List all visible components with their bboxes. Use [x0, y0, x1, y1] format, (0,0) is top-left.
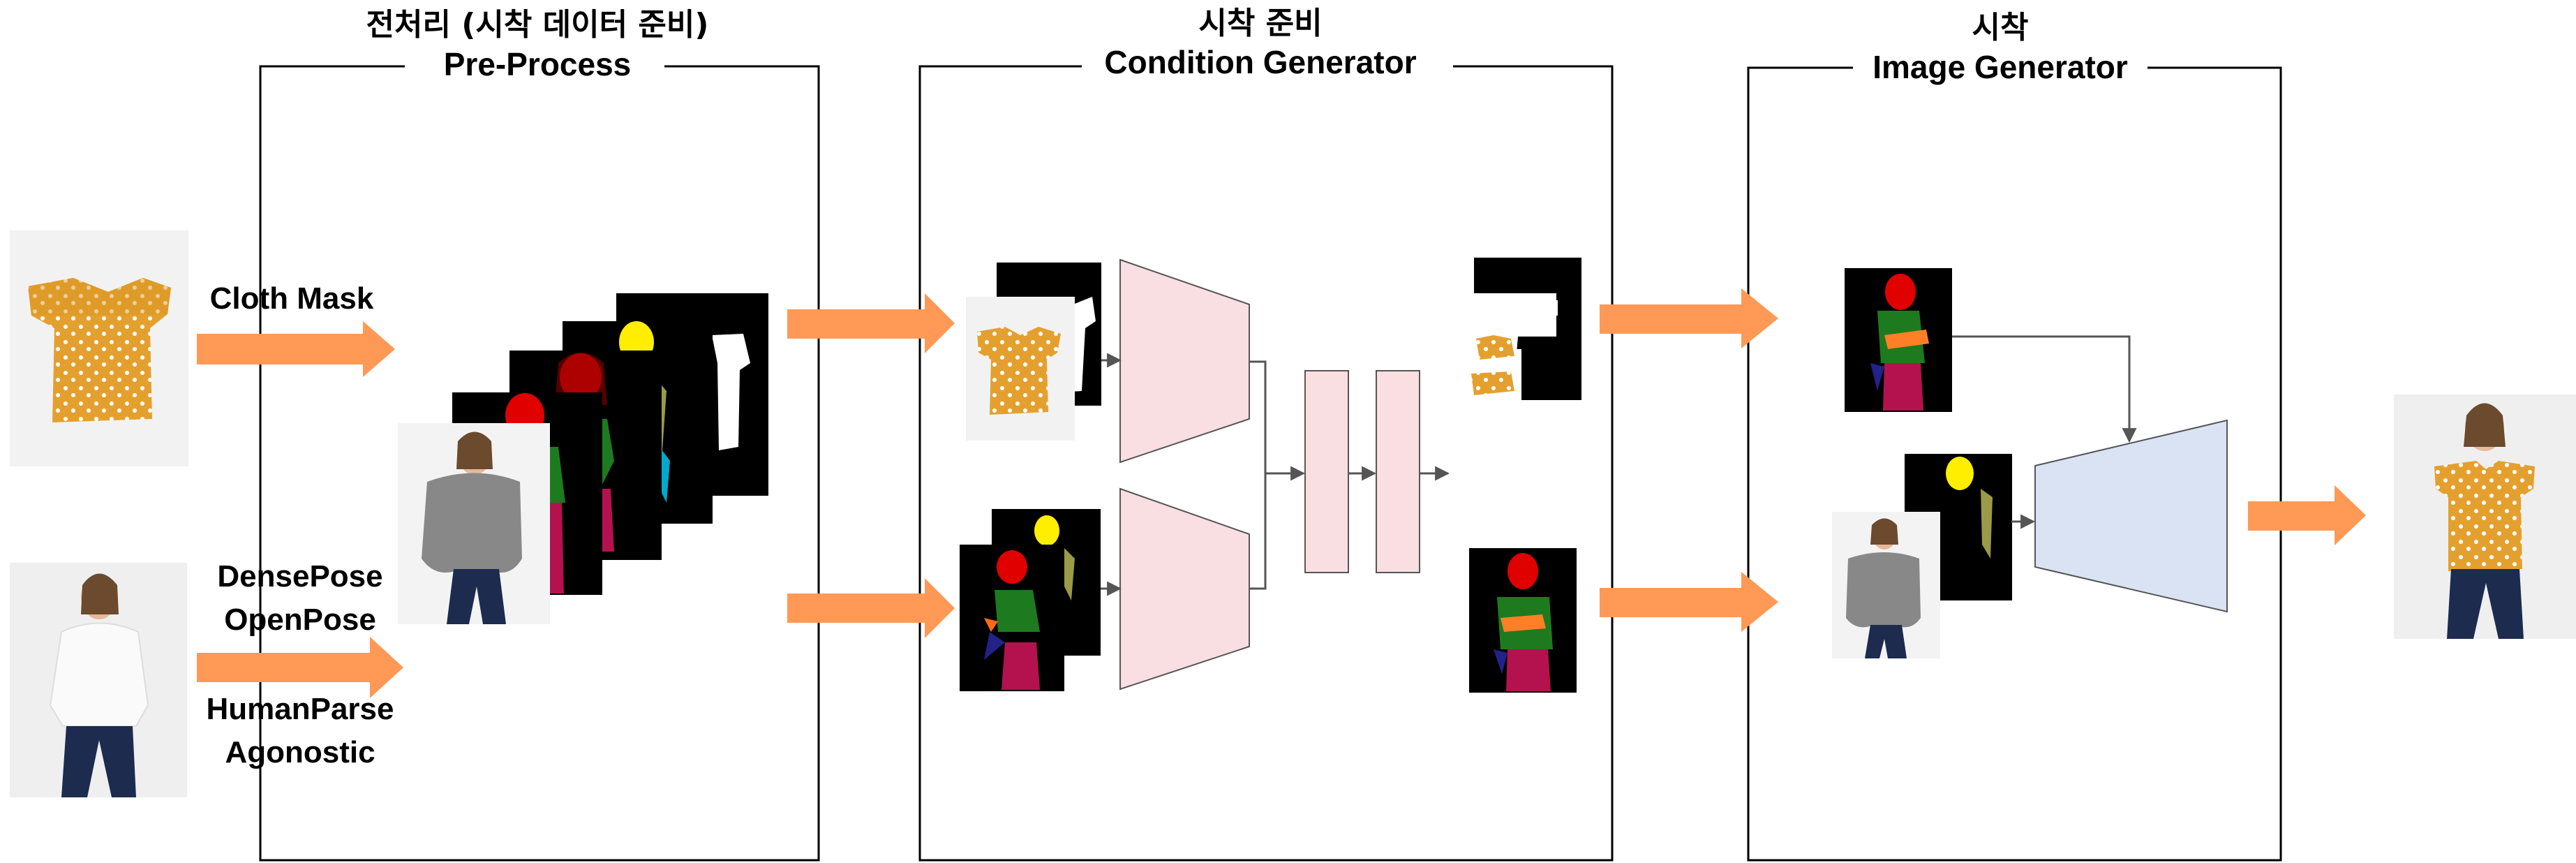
- warped-parse-output: [1469, 548, 1577, 693]
- preprocess-output-stack: [398, 293, 768, 624]
- warped-cloth-mask-output: [1471, 258, 1581, 400]
- person-input-arrow: [197, 637, 403, 698]
- generator-person-input-stack: [1832, 454, 2012, 658]
- input-cloth-image: [10, 230, 188, 466]
- feature-block-1: [1304, 370, 1349, 573]
- try-on-result-image: [2394, 394, 2576, 639]
- humanparse-label: HumanParse: [206, 692, 394, 726]
- condition-cloth-input-stack: [966, 263, 1101, 441]
- section-title-preprocess: 전처리 (시착 데이터 준비): [366, 7, 709, 43]
- image-generator-decoder: [2034, 419, 2228, 613]
- preprocess-cloth-arrow: [787, 293, 955, 353]
- densepose-label: DensePose: [217, 559, 382, 593]
- cloth-mask-arrow: [197, 321, 395, 377]
- input-person-image: [10, 563, 187, 797]
- section-frame-image-generator: [1747, 66, 2282, 862]
- condition-parse-arrow: [1600, 572, 1778, 632]
- section-subtitle-preprocess: Pre-Process: [444, 46, 632, 82]
- feature-block-2: [1376, 370, 1420, 573]
- preprocess-person-arrow: [787, 578, 955, 638]
- generator-parse-input: [1845, 268, 1952, 412]
- person-encoder: [1119, 487, 1250, 691]
- cloth-mask-label: Cloth Mask: [210, 281, 374, 316]
- cloth-encoder: [1119, 258, 1250, 464]
- section-subtitle-image-generator: Image Generator: [1873, 49, 2128, 85]
- section-title-condition-generator: 시착 준비: [1198, 6, 1322, 41]
- condition-cloth-arrow: [1600, 288, 1778, 348]
- section-title-image-generator: 시착: [1972, 10, 2029, 45]
- section-subtitle-condition-generator: Condition Generator: [1104, 44, 1416, 80]
- section-frame-condition-generator: [918, 65, 1614, 862]
- final-output-arrow: [2248, 485, 2366, 545]
- openpose-label: OpenPose: [224, 603, 376, 637]
- agnostic-label: Agonostic: [225, 735, 375, 769]
- condition-person-input-stack: [960, 509, 1101, 691]
- section-frame-preprocess: [259, 65, 820, 862]
